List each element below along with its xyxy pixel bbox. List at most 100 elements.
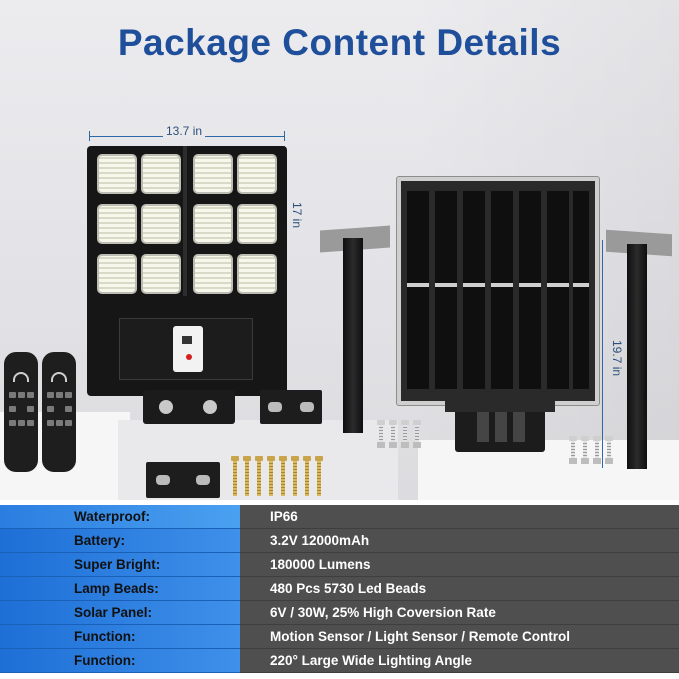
bolt-icon	[401, 420, 409, 448]
solar-cell-column	[547, 191, 569, 389]
spec-label: Function:	[0, 625, 240, 649]
bracket-hole	[196, 475, 210, 485]
solar-cell-column	[491, 191, 513, 389]
bolt-icon	[581, 436, 589, 464]
remote-button	[65, 392, 72, 398]
led-module	[97, 204, 137, 244]
product-photo: Package Content Details 13.7 in 17 in	[0, 0, 679, 500]
remote-button	[27, 406, 34, 412]
solar-cell-column	[573, 191, 589, 389]
spec-value: 220° Large Wide Lighting Angle	[240, 649, 679, 673]
led-module	[193, 204, 233, 244]
panel-mount-cap	[445, 394, 555, 412]
spec-label: Super Bright:	[0, 553, 240, 577]
mounting-bracket	[146, 462, 220, 498]
remote-button	[56, 392, 63, 398]
led-module	[141, 204, 181, 244]
remote-button	[18, 392, 25, 398]
remote-button	[47, 392, 54, 398]
spec-row-solar-panel: Solar Panel: 6V / 30W, 25% High Coversio…	[0, 601, 679, 625]
bolt-icon	[605, 436, 613, 464]
power-switch	[173, 326, 203, 372]
wifi-signal-icon	[13, 372, 29, 382]
panel-mount-bracket	[445, 394, 555, 452]
bolt-icon	[377, 420, 385, 448]
spec-label: Solar Panel:	[0, 601, 240, 625]
solar-cell-column	[519, 191, 541, 389]
remote-button	[9, 392, 16, 398]
expansion-screw-icon	[279, 456, 287, 496]
led-module	[237, 154, 277, 194]
spec-value: 3.2V 12000mAh	[240, 529, 679, 553]
bolt-icon	[569, 436, 577, 464]
spec-row-function-sensors: Function: Motion Sensor / Light Sensor /…	[0, 625, 679, 649]
width-dimension-tick-right	[284, 131, 285, 141]
lamp-center-seam	[183, 146, 187, 296]
remote-control-icon	[4, 352, 38, 472]
solar-cell-column	[463, 191, 485, 389]
remote-button	[47, 406, 54, 412]
mounting-pole	[627, 244, 647, 469]
remote-button	[9, 420, 16, 426]
spec-row-brightness: Super Bright: 180000 Lumens	[0, 553, 679, 577]
led-module	[237, 254, 277, 294]
mounting-bracket	[260, 390, 322, 424]
lamp-mount-bracket	[143, 390, 235, 424]
expansion-screw-icon	[291, 456, 299, 496]
remote-button	[47, 420, 54, 426]
solar-street-lamp	[87, 146, 287, 396]
led-module	[193, 254, 233, 294]
bracket-hole	[156, 475, 170, 485]
spec-row-function-angle: Function: 220° Large Wide Lighting Angle	[0, 649, 679, 673]
remote-button	[27, 392, 34, 398]
panel-height-dimension-line	[602, 240, 603, 468]
mount-slot	[477, 412, 489, 442]
spec-value: 480 Pcs 5730 Led Beads	[240, 577, 679, 601]
remote-control-icon	[42, 352, 76, 472]
bolt-icon	[413, 420, 421, 448]
spec-value: IP66	[240, 505, 679, 529]
width-dimension-tick-left	[89, 131, 90, 141]
led-module	[141, 154, 181, 194]
page-title: Package Content Details	[117, 22, 562, 63]
mounting-pole	[343, 238, 363, 433]
expansion-screw-icon	[231, 456, 239, 496]
spec-label: Battery:	[0, 529, 240, 553]
spec-value: 180000 Lumens	[240, 553, 679, 577]
mount-hole	[159, 400, 173, 414]
expansion-screw-icon	[303, 456, 311, 496]
spec-label: Function:	[0, 649, 240, 673]
lamp-width-label: 13.7 in	[163, 124, 206, 138]
mount-slot	[495, 412, 507, 442]
bolt-icon	[593, 436, 601, 464]
expansion-screw-icon	[243, 456, 251, 496]
solar-cell-column	[407, 191, 429, 389]
spec-value: 6V / 30W, 25% High Coversion Rate	[240, 601, 679, 625]
remote-button	[27, 420, 34, 426]
bracket-hole	[300, 402, 314, 412]
panel-height-label: 19.7 in	[610, 340, 624, 377]
remote-button	[65, 420, 72, 426]
expansion-screw-icon	[315, 456, 323, 496]
spec-row-lamp-beads: Lamp Beads: 480 Pcs 5730 Led Beads	[0, 577, 679, 601]
led-module	[193, 154, 233, 194]
spec-row-waterproof: Waterproof: IP66	[0, 505, 679, 529]
spec-table: Waterproof: IP66 Battery: 3.2V 12000mAh …	[0, 505, 679, 679]
remote-button	[65, 406, 72, 412]
expansion-screw-icon	[255, 456, 263, 496]
spec-label: Lamp Beads:	[0, 577, 240, 601]
bolt-icon	[389, 420, 397, 448]
solar-cell-column	[435, 191, 457, 389]
led-module	[97, 154, 137, 194]
switch-key	[182, 336, 192, 344]
spec-row-battery: Battery: 3.2V 12000mAh	[0, 529, 679, 553]
wifi-signal-icon	[51, 372, 67, 382]
bracket-hole	[268, 402, 282, 412]
led-module	[141, 254, 181, 294]
spec-value: Motion Sensor / Light Sensor / Remote Co…	[240, 625, 679, 649]
lamp-height-label: 17 in	[290, 202, 304, 229]
solar-panel	[397, 177, 599, 405]
spec-label: Waterproof:	[0, 505, 240, 529]
mount-hole	[203, 400, 217, 414]
led-module	[237, 204, 277, 244]
